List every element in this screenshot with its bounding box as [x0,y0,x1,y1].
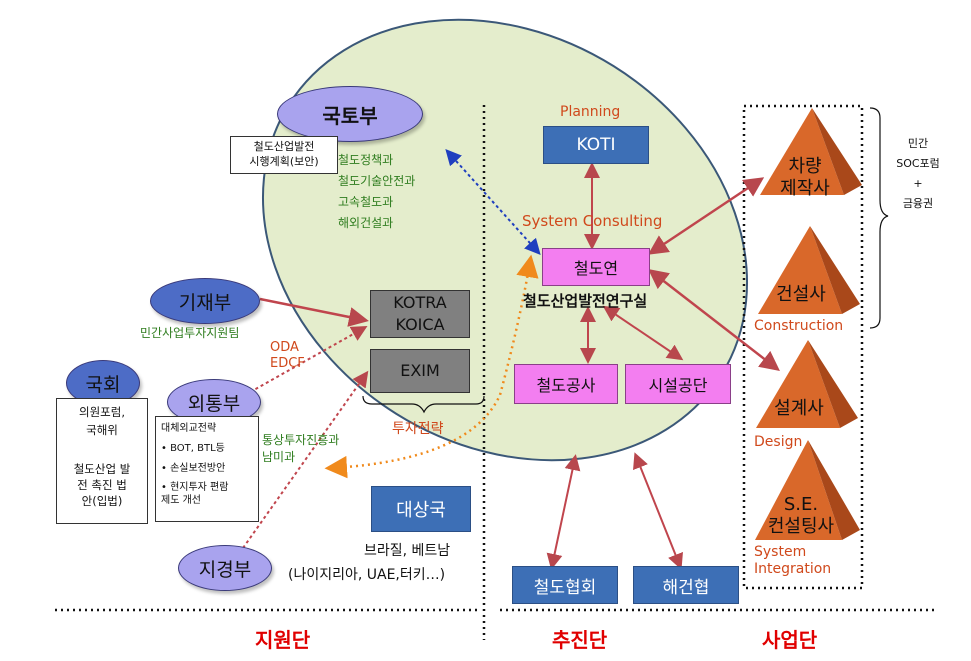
mofa-note-item: • BOT, BTL등 [161,443,225,454]
section-support: 지원단 [255,628,311,652]
kotra-label: KOTRA [393,293,447,312]
si-line2: Integration [754,561,832,577]
mofa-strategy-note: 대체외교전략 • BOT, BTL등 • 손실보전방안 • 현지투자 편람 제도… [155,416,259,522]
rail-association-label: 철도협회 [533,577,597,598]
system-consulting-label: System Consulting [522,212,663,230]
assembly-note-line5: 안(입법) [81,494,123,508]
mofa-dept: 통상투자진흥과 [262,433,340,447]
mosf-team-label: 민간사업투자지원팀 [140,326,240,340]
kotra-koica-box[interactable]: KOTRA KOICA [370,290,470,338]
molit-note-line2: 시행계획(보안) [249,155,319,168]
kr-facilities-box[interactable]: 시설공단 [625,364,731,404]
pyramid-se [755,440,860,540]
icak-box[interactable]: 해건협 [633,566,739,604]
node-mke[interactable]: 지경부 [178,545,272,591]
pyramid-se-label: S.E. 컨설팅사 [756,494,846,538]
target-countries-line2: (나이지리아, UAE,터키…) [288,567,446,583]
pyramid-designer [756,340,858,428]
koti-label: KOTI [576,135,616,155]
investment-strategy-label: 투자전략 [392,421,444,437]
koti-box[interactable]: KOTI [543,126,649,164]
arrow-krri-designer [648,268,780,372]
pyramid-vehicle [760,108,862,195]
se-line2: 컨설팅사 [767,516,835,537]
node-mosf-label: 기재부 [178,291,232,314]
construction-label: Construction [754,318,844,334]
korail-box[interactable]: 철도공사 [514,364,618,404]
mofa-note-item: • 현지투자 편람 [161,482,229,493]
arrow-mofa-kotra [244,326,368,396]
molit-plan-note: 철도산업발전 시행계획(보안) [230,136,338,174]
assembly-note-line4: 전 촉진 법 [77,478,127,492]
assembly-note: 의원포럼, 국해위 철도산업 발 전 촉진 법 안(입법) [56,398,148,524]
right-note-line2: SOC포럼 [896,157,940,170]
assembly-note-line3: 철도산업 발 [73,462,131,476]
molit-note-line1: 철도산업발전 [253,140,315,153]
icak-label: 해건협 [662,577,710,598]
vehicle-line2: 제작사 [780,178,830,199]
mofa-note-item: • 손실보전방안 [161,463,226,474]
node-mke-label: 지경부 [198,558,252,581]
node-mofa-label: 외통부 [187,392,241,415]
krri-label: 철도연 [573,259,619,278]
section-business: 사업단 [762,628,818,652]
right-brace [869,107,889,329]
arrow-krri-vehicle [647,177,765,255]
arrow-molit-krri [445,149,541,255]
right-note-line4: 금융권 [902,197,934,210]
mofa-note-item: 제도 개선 [161,495,201,506]
kr-facilities-label: 시설공단 [648,376,708,395]
right-note-line3: + [913,177,923,190]
assembly-note-line1: 의원포럼, [79,405,125,419]
krri-lab-label: 철도산업발전연구실 [523,292,648,310]
korail-label: 철도공사 [536,376,596,395]
exim-label: EXIM [400,361,440,380]
koica-label: KOICA [395,315,445,334]
right-note-line1: 민간 [907,137,929,150]
planning-label: Planning [560,104,621,120]
pyramid-construction [758,226,860,314]
rail-association-box[interactable]: 철도협회 [512,566,618,604]
mofa-departments: 통상투자진흥과 남미과 [262,432,339,466]
mofa-note-title: 대체외교전략 [161,423,217,434]
se-line1: S.E. [783,494,819,515]
target-country-label: 대상국 [396,500,446,521]
pyramid-construction-label: 건설사 [776,284,826,305]
oda-label: ODA [270,340,299,355]
support-zone-ellipse [261,18,749,462]
molit-dept: 철도기술안전과 [338,174,416,188]
pyramid-designer-label: 설계사 [774,398,824,419]
mofa-dept: 남미과 [262,450,296,464]
section-promotion: 추진단 [552,628,608,652]
target-country-box[interactable]: 대상국 [371,486,471,532]
molit-dept: 고속철도과 [338,195,394,209]
system-integration-label: System Integration [754,544,831,578]
edcf-label: EDCF [270,356,305,371]
oda-edcf-labels: ODA EDCF [270,340,305,372]
molit-departments: 철도정책과 철도기술안전과 고속철도과 해외건설과 [338,150,415,234]
krri-box[interactable]: 철도연 [542,248,650,286]
assembly-note-line2: 국해위 [86,423,118,437]
node-molit[interactable]: 국토부 [277,86,423,142]
arrow-investment-krri [324,254,539,479]
node-mosf[interactable]: 기재부 [150,278,260,324]
arrow-rail-assoc [546,454,581,570]
design-label: Design [754,434,803,450]
target-countries-line1: 브라질, 베트남 [364,543,451,559]
node-molit-label: 국토부 [322,103,378,128]
pyramid-vehicle-label: 차량 제작사 [770,156,840,200]
molit-dept: 해외건설과 [338,216,394,230]
si-line1: System [754,544,807,560]
exim-box[interactable]: EXIM [370,349,470,393]
molit-dept: 철도정책과 [338,153,394,167]
vehicle-line1: 차량 [788,156,822,177]
right-finance-note: 민간 SOC포럼 + 금융권 [889,134,947,214]
node-assembly-label: 국회 [85,373,121,396]
arrow-icak [633,452,683,570]
